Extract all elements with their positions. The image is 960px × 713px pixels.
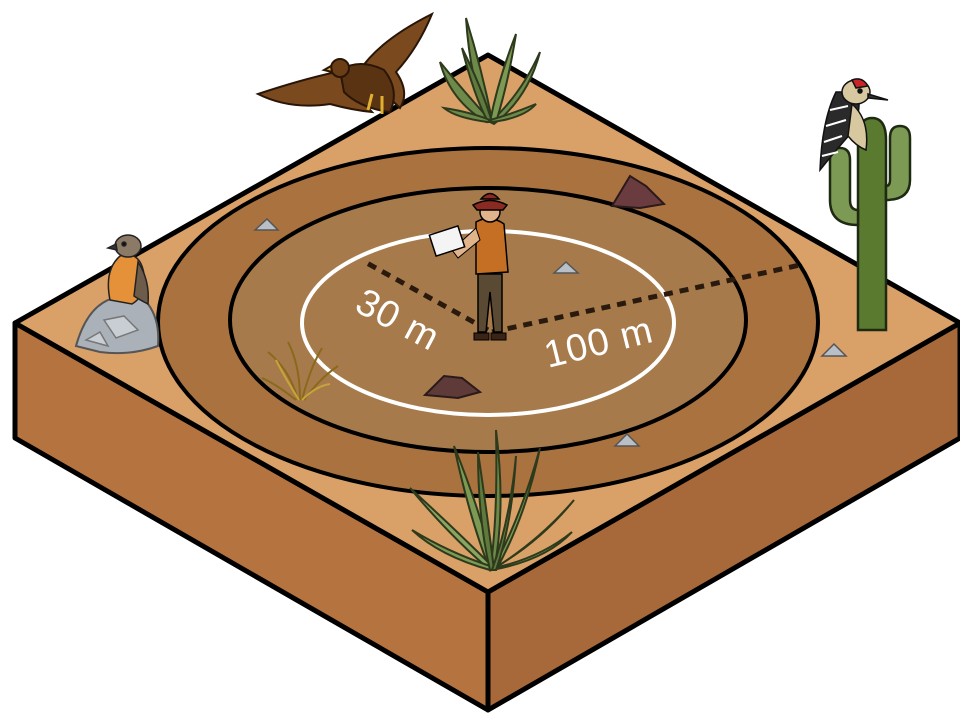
flycatcher-icon	[108, 235, 148, 304]
